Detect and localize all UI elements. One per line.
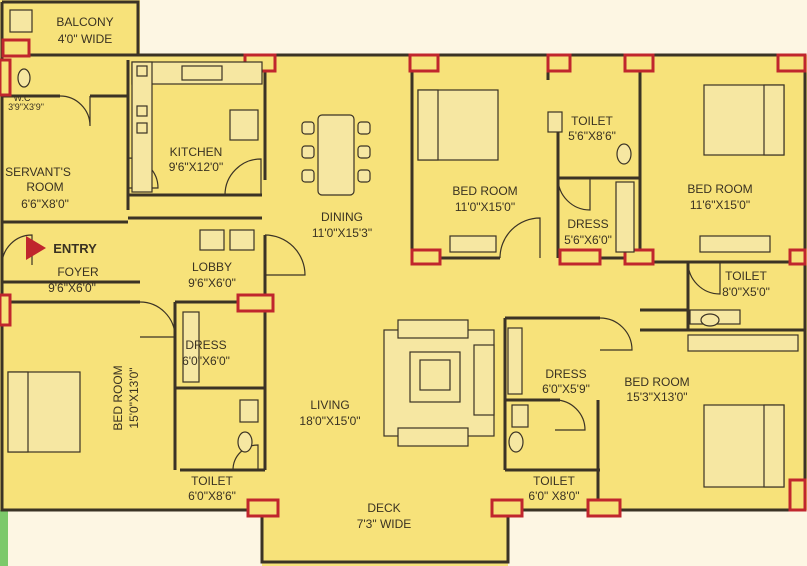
dining-table-icon bbox=[301, 114, 371, 196]
bed3-dim: 15'0"X13'0" bbox=[127, 367, 141, 428]
entry-arrow-icon bbox=[26, 236, 46, 260]
toilet1-name: TOILET bbox=[571, 114, 613, 128]
washbasin bbox=[9, 9, 563, 428]
lobby-dim: 9'6"X6'0" bbox=[188, 276, 236, 290]
outer-strip bbox=[0, 510, 8, 566]
dress2-name: DRESS bbox=[185, 338, 226, 352]
bed4-name: BED ROOM bbox=[624, 375, 689, 389]
dress3-dim: 6'0"X5'9" bbox=[542, 382, 590, 396]
foyer-name: FOYER bbox=[57, 265, 99, 279]
bed-icon bbox=[7, 84, 785, 488]
sink-icon bbox=[136, 65, 148, 134]
wc-dim: 3'9"X3'9" bbox=[8, 102, 44, 112]
living-dim: 18'0"X15'0" bbox=[299, 414, 360, 428]
toilet4-name: TOILET bbox=[533, 474, 575, 488]
entry-name: ENTRY bbox=[53, 241, 97, 256]
living-name: LIVING bbox=[310, 398, 349, 412]
kitchen-dim: 9'6"X12'0" bbox=[169, 160, 223, 174]
dining-dim: 11'0"X15'3" bbox=[312, 226, 372, 240]
bed1-dim: 11'0"X15'0" bbox=[455, 200, 515, 214]
toilet3-name: TOILET bbox=[191, 474, 233, 488]
bed4-dim: 15'3"X13'0" bbox=[626, 390, 687, 404]
dress1-name: DRESS bbox=[567, 217, 608, 231]
interior-walls bbox=[2, 53, 805, 510]
balcony-name: BALCONY bbox=[56, 15, 113, 29]
dining-name: DINING bbox=[321, 210, 363, 224]
balcony-dim: 4'0" WIDE bbox=[58, 32, 113, 46]
dress3-name: DRESS bbox=[545, 367, 586, 381]
toilet4-dim: 6'0" X8'0" bbox=[528, 489, 579, 503]
toilet1-dim: 5'6"X8'6" bbox=[568, 129, 616, 143]
foyer-dim: 9'6"X6'0" bbox=[48, 281, 96, 295]
toilet2-name: TOILET bbox=[725, 269, 767, 283]
structural-columns bbox=[0, 38, 807, 518]
room-labels: BALCONY 4'0" WIDE W.C 3'9"X3'9" SERVANT'… bbox=[5, 15, 770, 531]
kitchen-name: KITCHEN bbox=[170, 145, 223, 159]
sofa-icon bbox=[383, 319, 495, 447]
bed2-name: BED ROOM bbox=[687, 182, 752, 196]
toilet3-dim: 6'0"X8'6" bbox=[188, 489, 236, 503]
toilet-icon bbox=[17, 68, 720, 453]
bed1-name: BED ROOM bbox=[452, 184, 517, 198]
bed3-name: BED ROOM bbox=[111, 365, 125, 430]
bed2-dim: 11'6"X15'0" bbox=[690, 198, 750, 212]
dress1-dim: 5'6"X6'0" bbox=[564, 233, 612, 247]
deck-name: DECK bbox=[367, 501, 400, 515]
toilet2-dim: 8'0"X5'0" bbox=[722, 285, 770, 299]
deck-dim: 7'3" WIDE bbox=[357, 517, 412, 531]
servant-name-1: SERVANT'S bbox=[5, 165, 71, 179]
dress2-dim: 6'0"X6'0" bbox=[182, 354, 230, 368]
wc-name: W.C bbox=[14, 93, 31, 103]
servant-name-2: ROOM bbox=[26, 180, 63, 194]
lobby-cabinets bbox=[199, 229, 255, 251]
lobby-name: LOBBY bbox=[192, 260, 232, 274]
servant-dim: 6'6"X8'0" bbox=[21, 197, 69, 211]
door-swing-icon bbox=[1, 95, 721, 471]
